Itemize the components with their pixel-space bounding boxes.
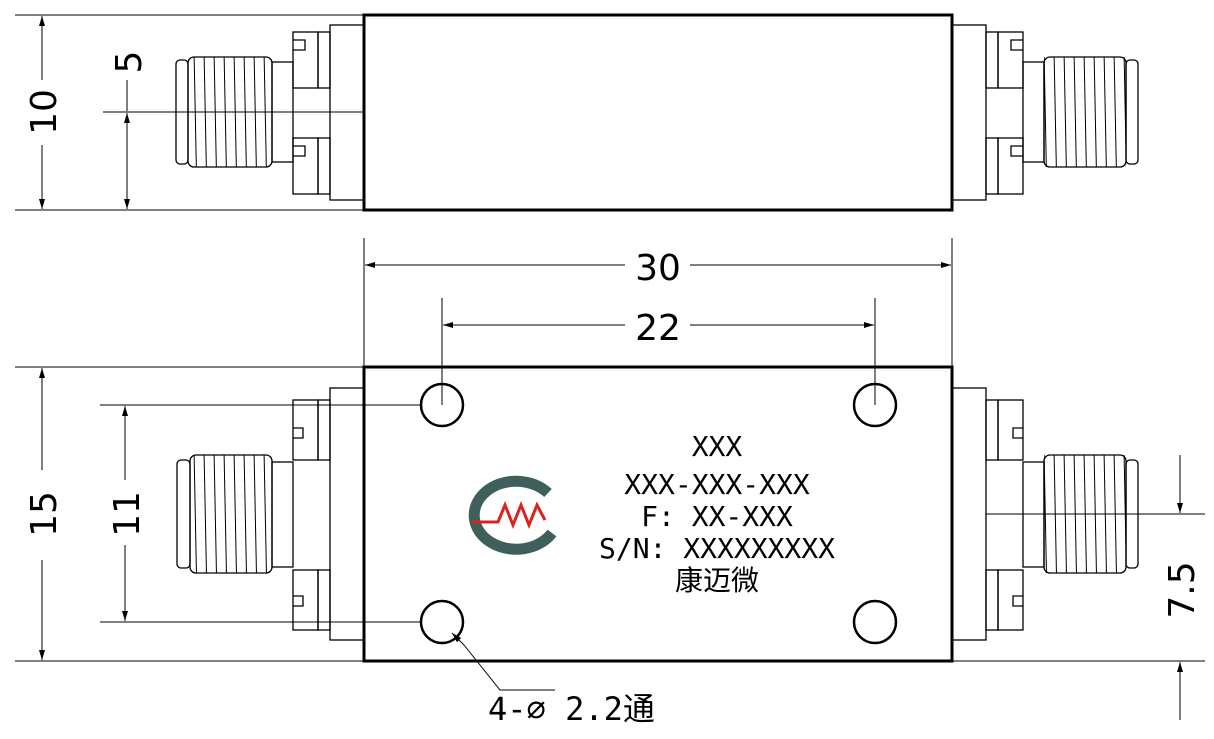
top-view xyxy=(15,365,1205,720)
left-connector-top xyxy=(176,387,365,641)
mounting-hole xyxy=(852,599,898,645)
hole-callout: 4-∅ 2.2通 xyxy=(488,690,655,728)
side-body xyxy=(362,13,954,212)
side-view xyxy=(15,13,1139,212)
dim-length-overall: 30 xyxy=(635,248,681,289)
right-connector-side xyxy=(951,24,1139,201)
dim-height-top: 15 xyxy=(24,491,65,537)
dim-hole-pitch-x: 22 xyxy=(635,308,681,349)
mounting-hole xyxy=(419,599,465,645)
label-line-1: XXX xyxy=(692,430,743,463)
length-dimensions xyxy=(363,238,953,405)
label-line-3: F: XX-XXX xyxy=(641,500,793,533)
dim-connector-offset: 7.5 xyxy=(1162,561,1203,618)
dim-hole-pitch-y: 11 xyxy=(107,491,148,537)
dim-height-side: 10 xyxy=(24,89,65,135)
logo-wave xyxy=(472,500,547,530)
logo-ring xyxy=(468,475,557,555)
label-line-4: S/N: XXXXXXXXX xyxy=(599,532,835,565)
mounting-hole xyxy=(852,382,898,428)
product-label: XXX XXX-XXX-XXX F: XX-XXX S/N: XXXXXXXXX… xyxy=(599,430,835,597)
cmw-logo xyxy=(468,475,557,555)
label-line-2: XXX-XXX-XXX xyxy=(624,468,810,501)
dim-center-offset: 5 xyxy=(109,51,150,74)
label-line-5: 康迈微 xyxy=(675,564,759,597)
